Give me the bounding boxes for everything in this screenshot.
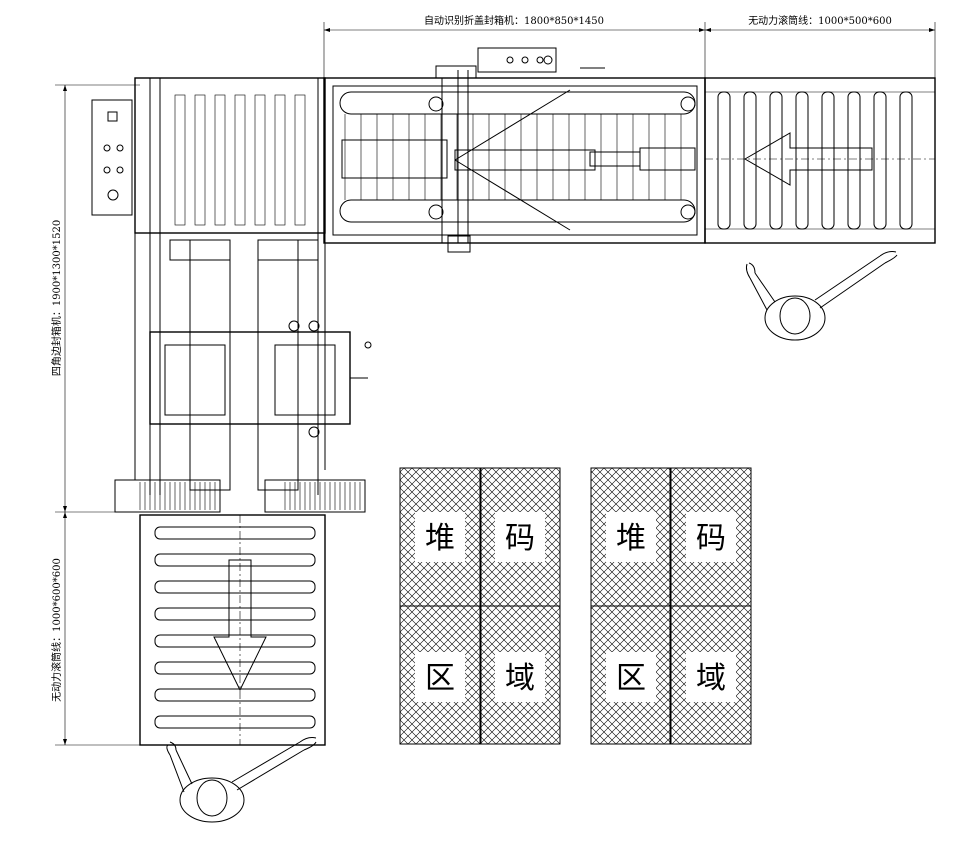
roller — [154, 661, 316, 675]
roller — [899, 91, 913, 230]
roller — [154, 634, 316, 648]
zone-char-domain: 域 — [505, 661, 535, 696]
stacking-zone-right: 堆 码 区 域 — [590, 467, 752, 745]
dimension-left-sealer: 四角边封箱机：1900*1300*1520 — [50, 84, 140, 513]
folding-sealer-machine — [323, 47, 706, 253]
operator-figure-bottom — [166, 737, 317, 823]
dimension-top-roller: 无动力滚筒线：1000*500*600 — [705, 14, 936, 78]
left-roller-conveyor — [139, 514, 326, 746]
stacking-zone-left: 堆 码 区 域 — [399, 467, 561, 745]
roller — [194, 94, 206, 226]
zone-char-domain: 域 — [696, 661, 726, 696]
roller — [795, 91, 809, 230]
roller — [154, 715, 316, 729]
roller — [274, 94, 286, 226]
roller — [769, 91, 783, 230]
roller — [154, 553, 316, 567]
zone-char-area: 区 — [425, 661, 455, 696]
zone-char-area: 区 — [616, 661, 646, 696]
roller — [154, 688, 316, 702]
roller — [294, 94, 306, 226]
roller — [873, 91, 887, 230]
roller — [821, 91, 835, 230]
operator-figure-right — [745, 251, 898, 341]
roller — [154, 580, 316, 594]
zone-char-stack: 堆 — [616, 521, 646, 556]
dimension-top-sealer: 自动识别折盖封箱机：1800*850*1450 — [323, 14, 706, 78]
roller — [847, 91, 861, 230]
roller — [154, 607, 316, 621]
zone-char-code: 码 — [696, 521, 726, 556]
dimension-label-folding-sealer: 自动识别折盖封箱机：1800*850*1450 — [424, 14, 604, 27]
corner-sealer-machine — [91, 77, 372, 513]
top-roller-conveyor — [704, 77, 936, 244]
roller — [234, 94, 246, 226]
roller — [174, 94, 186, 226]
roller — [717, 91, 731, 230]
roller — [214, 94, 226, 226]
dimension-label-top-roller: 无动力滚筒线：1000*500*600 — [748, 14, 892, 27]
roller — [743, 91, 757, 230]
roller — [154, 526, 316, 540]
dimension-label-corner-sealer: 四角边封箱机：1900*1300*1520 — [50, 220, 63, 376]
zone-char-stack: 堆 — [425, 521, 455, 556]
roller — [254, 94, 266, 226]
zone-char-code: 码 — [505, 521, 535, 556]
dimension-label-left-roller: 无动力滚筒线：1000*600*600 — [50, 558, 63, 702]
dimension-left-roller: 无动力滚筒线：1000*600*600 — [50, 512, 140, 746]
